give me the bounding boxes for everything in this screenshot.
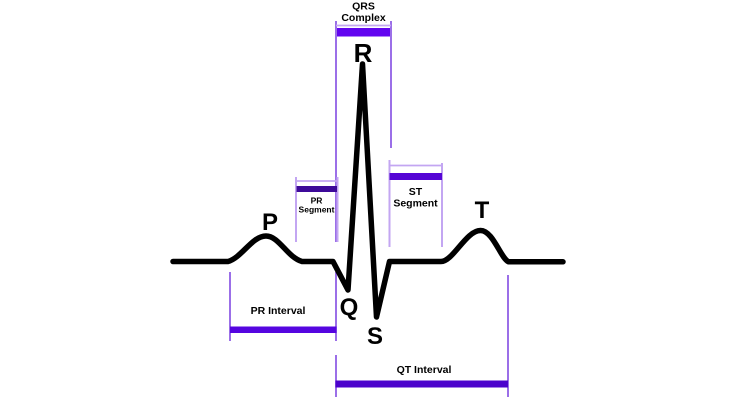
qt-interval-bar <box>335 380 508 388</box>
ecg-waveform-trace <box>170 61 566 320</box>
pr-segment-label-line2: Segment <box>299 205 335 215</box>
s-wave-label: S <box>367 323 383 350</box>
r-wave-label: R <box>354 38 373 68</box>
qrs-complex-bar <box>337 28 390 37</box>
t-wave-label: T <box>475 197 490 224</box>
st-segment-label-line1: ST <box>409 186 423 198</box>
annotation-bars <box>230 28 508 388</box>
st-segment-label-line2: Segment <box>393 198 438 210</box>
pr-interval-bar <box>230 326 337 333</box>
pr-segment-bar <box>296 186 337 192</box>
pr-segment-label-line1: PR <box>311 196 323 206</box>
p-wave-label: P <box>262 209 278 236</box>
q-wave-label: Q <box>340 294 359 321</box>
connector-lines <box>296 24 442 182</box>
annotation-labels: QRS Complex PR Segment ST Segment PR Int… <box>251 1 452 377</box>
qt-interval-label: QT Interval <box>397 364 452 376</box>
qrs-complex-label-line1: QRS <box>352 1 375 13</box>
qrs-complex-label-line2: Complex <box>341 12 386 24</box>
pr-interval-label: PR Interval <box>251 305 306 317</box>
wave-labels: P Q R S T <box>262 38 490 350</box>
st-segment-bar <box>389 173 442 180</box>
